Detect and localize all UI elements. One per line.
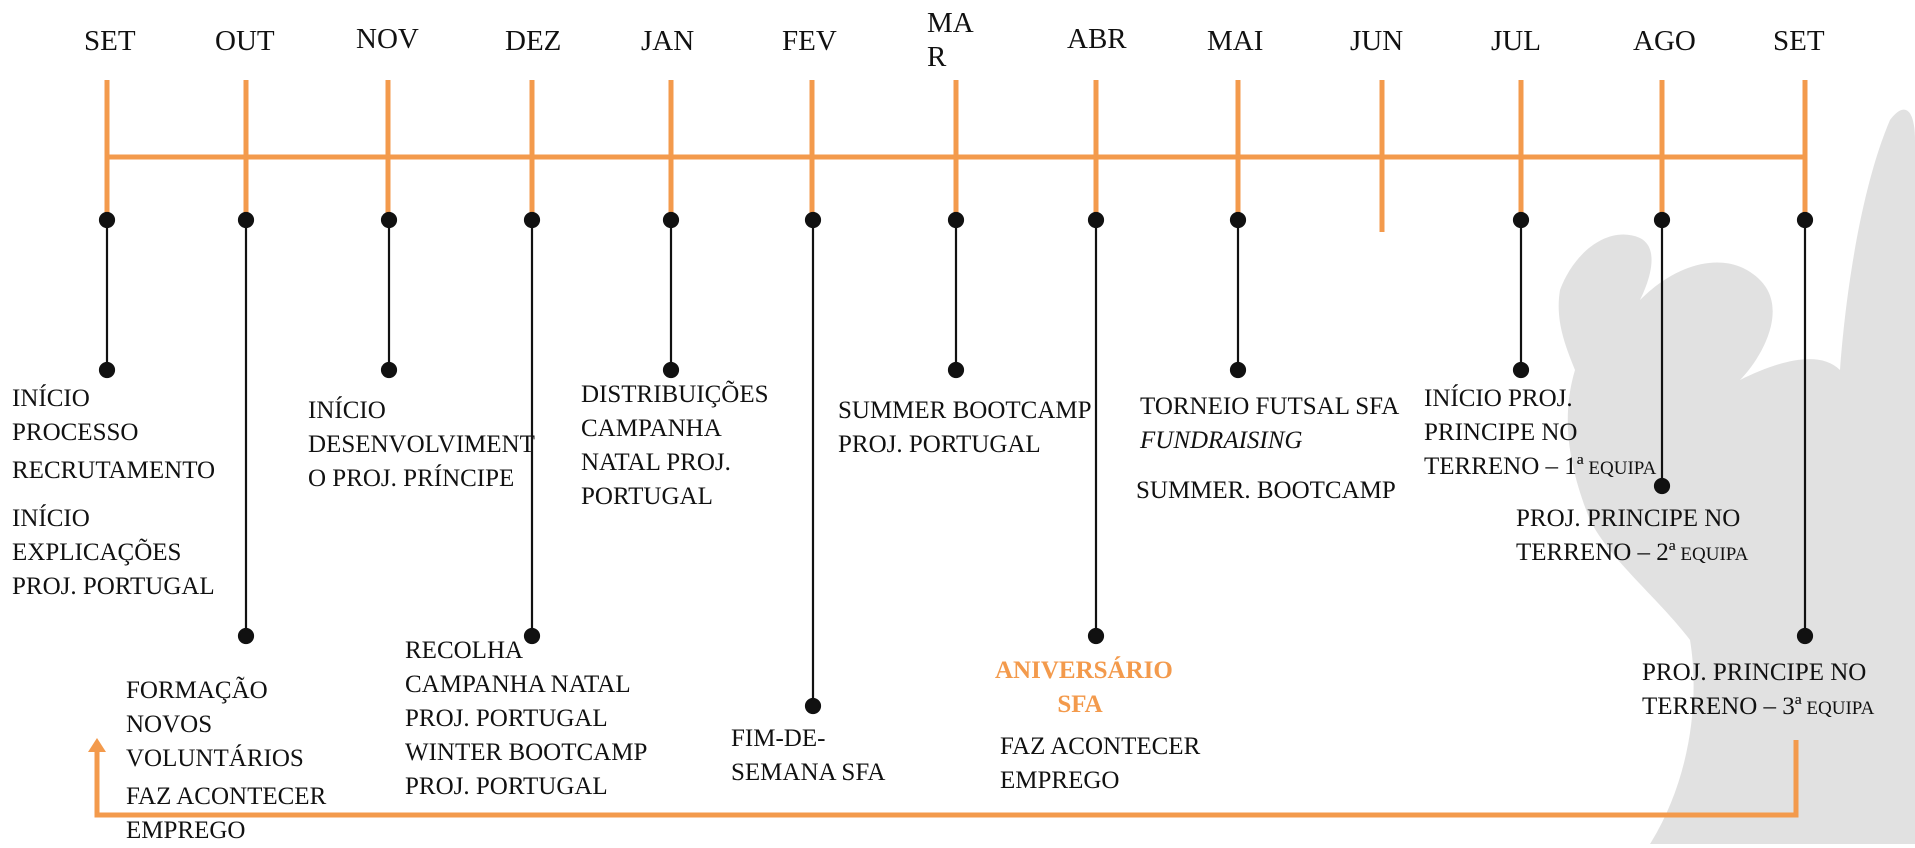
event-connectors	[98, 211, 1814, 715]
event-line: PROJ. PORTUGAL	[405, 705, 608, 732]
event-line: INÍCIO	[308, 397, 386, 424]
month-label-jun: JUN	[1350, 25, 1404, 57]
event-line: PROJ. PRINCIPE NO	[1516, 505, 1741, 532]
watermark-shape	[1558, 109, 1915, 844]
event-line: INÍCIO	[12, 505, 90, 532]
event-line: SEMANA SFA	[731, 759, 886, 786]
month-label-mar: MA R	[927, 6, 974, 74]
month-label-mar-line2: R	[927, 41, 947, 73]
event-line: RECOLHA	[405, 637, 524, 664]
event-line: NOVOS	[126, 711, 213, 738]
event-line: FORMAÇÃO	[126, 677, 268, 704]
event-line: INÍCIO PROJ.	[1424, 385, 1573, 412]
event-dez: RECOLHA CAMPANHA NATAL PROJ. PORTUGAL WI…	[405, 634, 647, 804]
month-label-abr: ABR	[1067, 23, 1127, 55]
month-label-fev: FEV	[782, 25, 837, 57]
event-line: EMPREGO	[1000, 767, 1120, 794]
event-line: VOLUNTÁRIOS	[126, 745, 304, 772]
event-line: FAZ ACONTECER	[126, 783, 327, 810]
event-mai-bootcamp: SUMMER. BOOTCAMP	[1136, 477, 1396, 504]
event-line: PROCESSO	[12, 419, 139, 446]
event-text: TERRENO – 3ª	[1642, 693, 1802, 720]
event-text: TERRENO – 1ª	[1424, 453, 1584, 480]
return-arrow-head	[88, 738, 106, 752]
event-line: FAZ ACONTECER	[1000, 733, 1201, 760]
month-label-set: SET	[84, 25, 136, 57]
event-line: O PROJ. PRÍNCIPE	[308, 465, 515, 492]
event-abr-anniversary: ANIVERSÁRIO SFA	[995, 654, 1173, 722]
event-line: FUNDRAISING	[1140, 427, 1303, 454]
event-line: TORNEIO FUTSAL SFA	[1140, 393, 1400, 420]
event-line: DESENVOLVIMENT	[308, 431, 535, 458]
event-line: PROJ. PORTUGAL	[12, 573, 215, 600]
event-line: PROJ. PORTUGAL	[838, 431, 1041, 458]
event-line: EXPLICAÇÕES	[12, 539, 182, 566]
month-label-out: OUT	[215, 25, 275, 57]
month-label-jul: JUL	[1491, 25, 1541, 57]
event-jan: DISTRIBUIÇÕES CAMPANHA NATAL PROJ. PORTU…	[581, 378, 769, 514]
event-line: EMPREGO	[126, 817, 246, 844]
event-mar: SUMMER BOOTCAMP PROJ. PORTUGAL	[838, 394, 1092, 462]
event-fev: FIM-DE- SEMANA SFA	[731, 722, 885, 790]
event-line: TERRENO – 2ª EQUIPA	[1516, 536, 1748, 572]
month-label-mai: MAI	[1207, 25, 1264, 57]
event-text-small: EQUIPA	[1675, 544, 1749, 565]
event-line: PROJ. PRINCIPE NO	[1642, 659, 1867, 686]
event-line: PROJ. PORTUGAL	[405, 773, 608, 800]
event-line: CAMPANHA	[581, 415, 722, 442]
event-set-recruitment: INÍCIO PROCESSO RECRUTAMENTO	[12, 382, 215, 488]
event-set-end: PROJ. PRINCIPE NO TERRENO – 3ª EQUIPA	[1642, 656, 1874, 726]
event-out: FORMAÇÃO NOVOS VOLUNTÁRIOS FAZ ACONTECER…	[126, 674, 326, 848]
month-label-mar-line1: MA	[927, 7, 974, 39]
event-text-small: EQUIPA	[1583, 458, 1657, 479]
return-arrow-line	[94, 740, 1799, 818]
event-ago: PROJ. PRINCIPE NO TERRENO – 2ª EQUIPA	[1516, 502, 1748, 572]
event-text-small: EQUIPA	[1801, 698, 1875, 719]
event-text: TERRENO – 2ª	[1516, 539, 1676, 566]
event-line: TERRENO – 1ª EQUIPA	[1424, 450, 1656, 486]
month-label-set-end: SET	[1773, 25, 1825, 57]
event-line: NATAL PROJ.	[581, 449, 731, 476]
event-set-explanations: INÍCIO EXPLICAÇÕES PROJ. PORTUGAL	[12, 502, 215, 604]
event-line: ANIVERSÁRIO	[995, 657, 1173, 684]
event-line: TERRENO – 3ª EQUIPA	[1642, 690, 1874, 726]
event-line: SUMMER BOOTCAMP	[838, 397, 1092, 424]
event-line: DISTRIBUIÇÕES	[581, 381, 769, 408]
event-line: FIM-DE-	[731, 725, 826, 752]
month-label-nov: NOV	[356, 23, 419, 55]
event-line: PRINCIPE NO	[1424, 419, 1578, 446]
month-label-jan: JAN	[641, 25, 695, 57]
event-nov: INÍCIO DESENVOLVIMENT O PROJ. PRÍNCIPE	[308, 394, 535, 496]
event-line: RECRUTAMENTO	[12, 457, 216, 484]
orange-axis	[94, 80, 1808, 818]
month-label-ago: AGO	[1633, 25, 1696, 57]
month-label-dez: DEZ	[505, 25, 562, 57]
event-line: CAMPANHA NATAL	[405, 671, 631, 698]
event-line: PORTUGAL	[581, 483, 713, 510]
event-line: WINTER BOOTCAMP	[405, 739, 648, 766]
event-line: INÍCIO	[12, 385, 90, 412]
event-line: SFA	[1057, 691, 1103, 718]
event-abr: FAZ ACONTECER EMPREGO	[1000, 730, 1200, 798]
event-mai: TORNEIO FUTSAL SFA FUNDRAISING	[1140, 390, 1399, 458]
event-jul: INÍCIO PROJ. PRINCIPE NO TERRENO – 1ª EQ…	[1424, 382, 1656, 486]
